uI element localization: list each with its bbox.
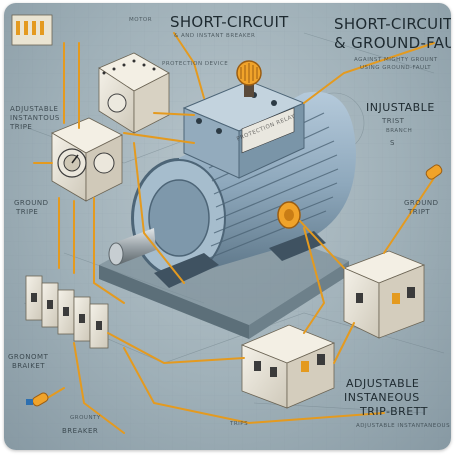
right-injustable-label-4: S xyxy=(390,139,395,147)
motor-protection-illustration xyxy=(4,3,451,450)
title-short-circuit-center: SHORT-CIRCUIT xyxy=(170,13,289,31)
bottom-center-label-2: BREAKER xyxy=(62,427,99,435)
adjustable-trip-relay xyxy=(51,117,123,202)
wiring xyxy=(33,32,435,434)
title-ground-fault-right: & GROUND-FAULT xyxy=(334,34,451,52)
wire-connector-right xyxy=(425,164,443,180)
motor-tag-label: MOTOR xyxy=(129,17,153,23)
bottom-left-label-1: GRONOMT xyxy=(8,353,49,361)
right-injustable-label-3: BRANCH xyxy=(386,128,413,134)
left-adjustable-label-2: INSTANTOUS xyxy=(10,114,60,122)
left-adjustable-label-3: TRIPE xyxy=(10,123,33,131)
bottom-trips-label: TRIPS xyxy=(230,421,249,427)
right-injustable-label-2: TRIST xyxy=(382,117,405,125)
reset-knob xyxy=(236,60,262,97)
breaker-cluster-bottom xyxy=(240,324,336,409)
bottom-center-label-1: GROUNTY xyxy=(70,415,101,421)
motor-shaft xyxy=(108,228,156,266)
bottom-right-small-label: ADJUSTABLE INSTANTANEOUS xyxy=(356,423,451,429)
protection-device-label: PROTECTION DEVICE xyxy=(162,61,229,67)
bottom-left-label-2: BRAIKET xyxy=(12,362,46,370)
breaker-row-left xyxy=(25,275,109,349)
title-short-circuit-right: SHORT-CIRCUIT xyxy=(334,15,451,33)
breaker-cluster-right xyxy=(342,250,426,339)
ground-tripe-label-1: GROUND xyxy=(14,199,49,207)
wire-connector-bottom-left xyxy=(26,392,49,407)
right-injustable-label-1: INJUSTABLE xyxy=(366,101,435,114)
ground-tripe-label-2: TRIPE xyxy=(16,208,39,216)
subtitle-right-2: USING GROUND-FAULT xyxy=(360,65,432,71)
bottom-right-label-3: TRIP-BRETT xyxy=(360,405,428,418)
illustration-frame: SHORT-CIRCUIT & AND INSTANT BREAKER SHOR… xyxy=(4,3,451,450)
side-knob xyxy=(277,201,301,229)
terminal-block-top-left xyxy=(11,14,53,46)
subtitle-right-1: AGAINST MIGHTY GROUNT xyxy=(354,57,438,63)
bottom-right-label-2: INSTANEOUS xyxy=(344,391,420,404)
ground-trip-right-label-1: GROUND xyxy=(404,199,439,207)
bottom-right-label-1: ADJUSTABLE xyxy=(346,377,420,390)
overload-relay-top xyxy=(98,52,170,134)
left-adjustable-label-1: ADJUSTABLE xyxy=(10,105,59,113)
subtitle-center: & AND INSTANT BREAKER xyxy=(174,33,256,39)
ground-trip-right-label-2: TRIPT xyxy=(408,208,431,216)
